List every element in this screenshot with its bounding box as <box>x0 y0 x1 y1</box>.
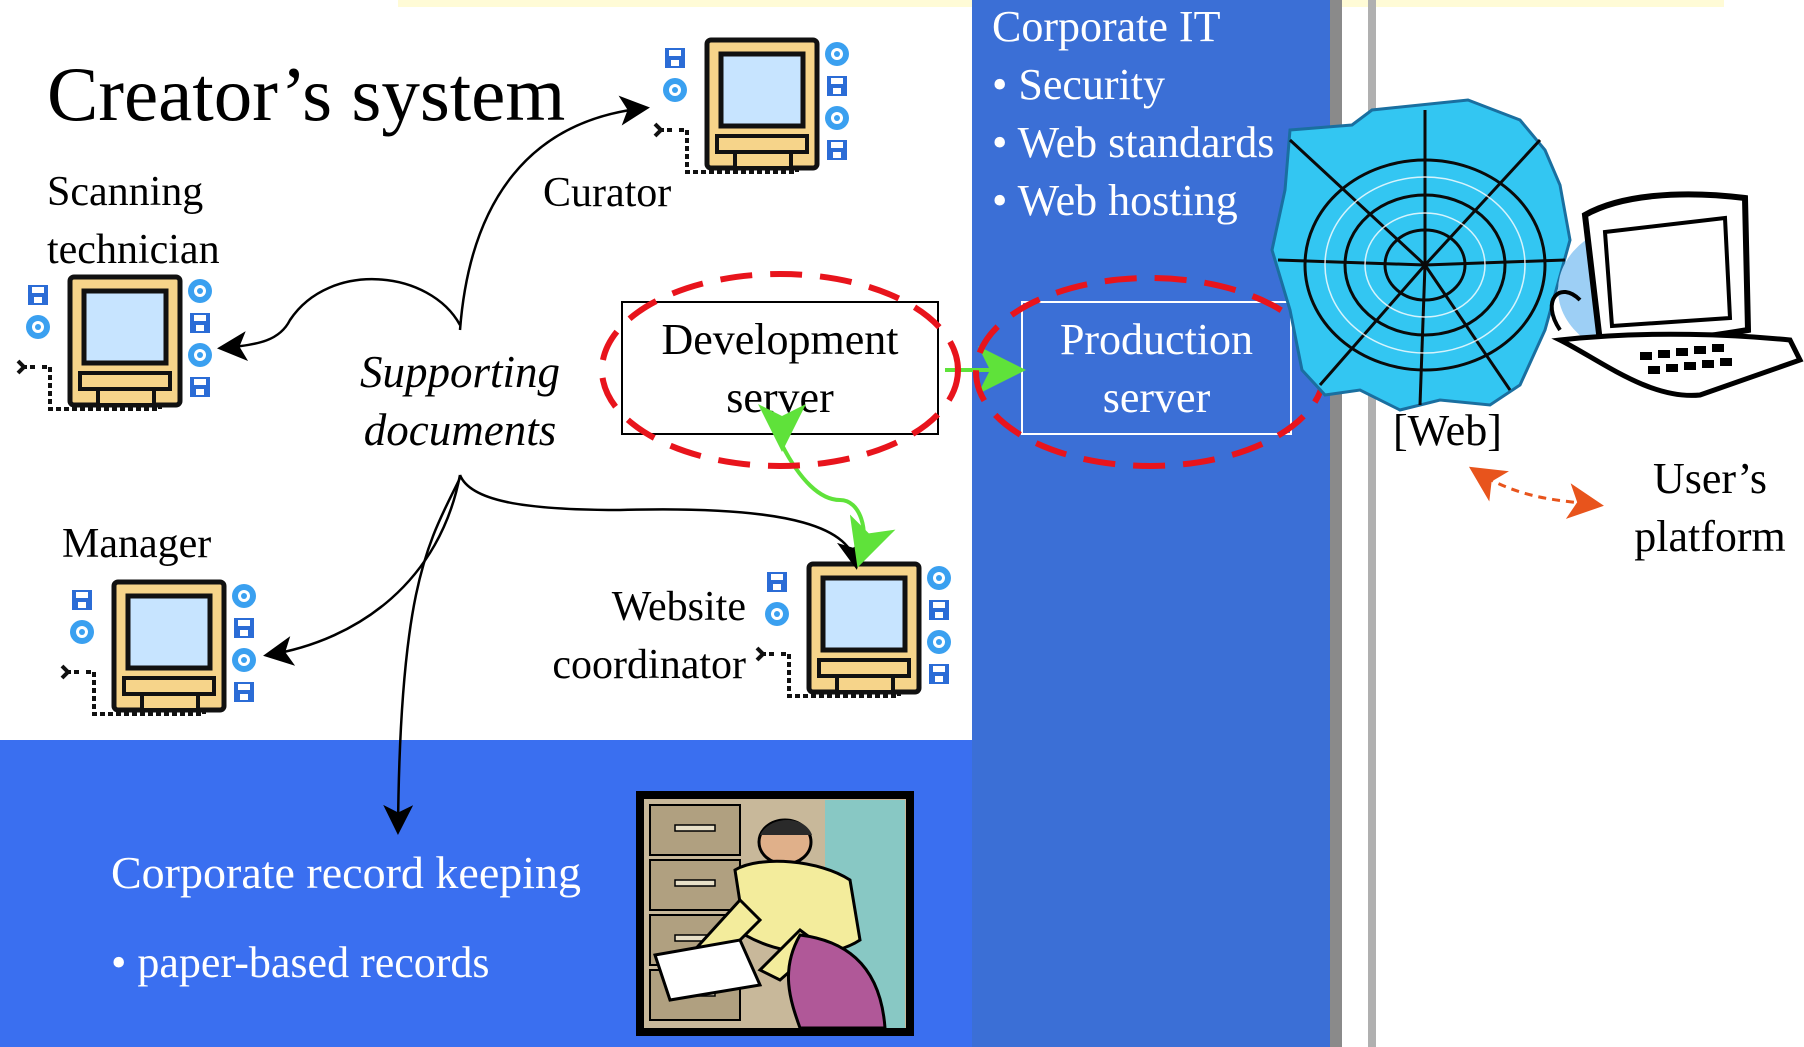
manager-label: Manager <box>62 521 212 567</box>
website-label-line2: coordinator <box>552 642 746 688</box>
divider-line <box>1368 0 1376 1047</box>
website-coordinator-computer-icon <box>757 564 951 696</box>
supporting-line1: Supporting <box>359 347 561 397</box>
user-label-line1: User’s <box>1652 454 1768 503</box>
supporting-documents-label: Supporting documents <box>345 343 575 459</box>
production-server-box: Production server <box>1021 301 1292 435</box>
web-label: [Web] <box>1393 406 1502 455</box>
dev-server-line1: Development <box>661 315 899 364</box>
record-keeping-title: Corporate record keeping <box>111 847 582 898</box>
manager-computer-icon <box>62 582 256 714</box>
corporate-it-item-web-hosting: • Web hosting <box>992 176 1238 225</box>
development-server-highlight <box>599 271 961 469</box>
supporting-line2: documents <box>363 405 557 455</box>
production-server-highlight <box>973 275 1327 469</box>
web-user-connection <box>1468 466 1604 519</box>
scanning-label-line1: Scanning <box>47 169 204 215</box>
corporate-it-item-web-standards: • Web standards <box>992 118 1275 167</box>
creator-system-title: Creator’s system <box>47 51 566 137</box>
corporate-it-title: Corporate IT <box>992 2 1221 51</box>
spider-web-icon <box>1270 98 1572 412</box>
corporate-it-panel <box>972 0 1338 1047</box>
user-platform-label: User’s platform <box>1620 450 1800 566</box>
scanning-technician-label: Scanning technician <box>47 163 220 279</box>
website-label-line1: Website <box>611 584 746 630</box>
supporting-documents-connectors <box>217 95 867 835</box>
corporate-it-item-security: • Security <box>992 60 1166 109</box>
curator-computer-icon <box>655 40 849 172</box>
scanning-technician-computer-icon <box>18 277 212 409</box>
filing-clerk-clipart <box>636 791 914 1036</box>
scanning-label-line2: technician <box>47 227 220 273</box>
prod-server-line1: Production <box>1059 315 1254 364</box>
record-keeping-item: • paper-based records <box>111 938 490 987</box>
prod-server-line2: server <box>1102 373 1211 422</box>
curator-label: Curator <box>543 170 672 216</box>
user-label-line2: platform <box>1634 512 1786 561</box>
website-coordinator-label: Website coordinator <box>500 578 746 694</box>
corporate-it-text: Corporate IT • Security • Web standards … <box>992 0 1274 230</box>
desktop-computer-icon <box>1549 191 1804 398</box>
